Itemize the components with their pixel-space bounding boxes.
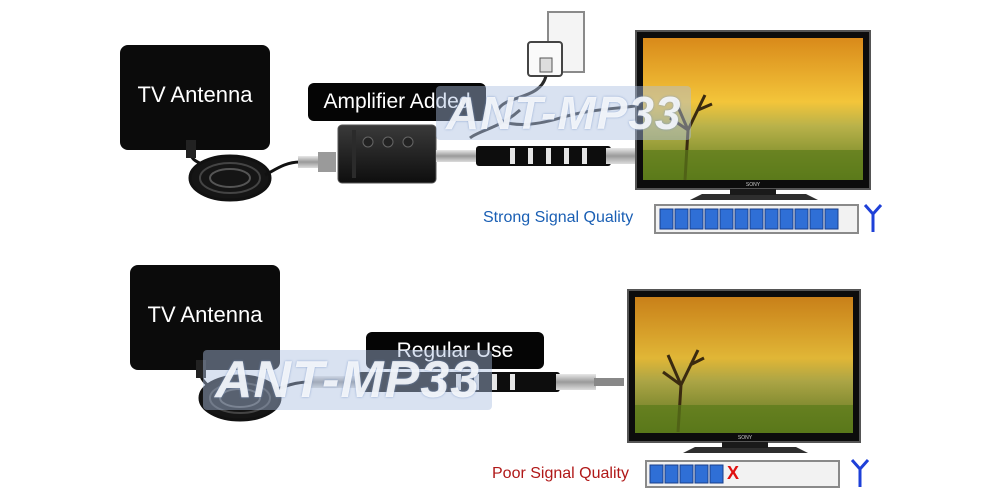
bottom-signal-antenna-icon (850, 459, 870, 487)
bottom-signal-bar (709, 464, 724, 484)
bottom-antenna-panel (130, 265, 280, 370)
poor-signal-label: Poor Signal Quality (492, 465, 629, 482)
bottom-signal-bar (649, 464, 664, 484)
bottom-antenna-label: TV Antenna (147, 302, 263, 327)
top-coax-cable (476, 146, 611, 166)
top-signal-bar (824, 208, 839, 230)
top-signal-bar (809, 208, 824, 230)
bottom-tv-brand: SONY (738, 435, 753, 441)
bottom-watermark: ANT-MP33 (203, 350, 493, 410)
regular-use-label: Regular Use (366, 332, 544, 369)
top-signal-antenna-icon (863, 204, 883, 232)
top-antenna-cable-coil (188, 149, 272, 202)
top-signal-bar (674, 208, 689, 230)
top-signal-bar (794, 208, 809, 230)
top-antenna-label: TV Antenna (137, 82, 253, 107)
top-watermark: ANT-MP33 (436, 86, 692, 140)
top-tv-brand: SONY (746, 182, 761, 188)
bottom-signal-bar (679, 464, 694, 484)
top-signal-bar (659, 208, 674, 230)
power-cable (495, 75, 651, 126)
bottom-antenna-cable-coil (198, 369, 282, 422)
top-antenna-panel (120, 45, 270, 150)
top-signal-bar (764, 208, 779, 230)
top-tv-tree (669, 94, 713, 181)
strong-signal-label: Strong Signal Quality (483, 209, 634, 226)
top-signal-bar (779, 208, 794, 230)
signal-failure-mark: X (727, 463, 740, 483)
amplifier-added-label: Amplifier Added (308, 83, 486, 121)
top-signal-bar (749, 208, 764, 230)
top-signal-bar (689, 208, 704, 230)
bottom-tv-tree (662, 349, 705, 433)
bottom-signal-bar (664, 464, 679, 484)
top-antenna-lead (264, 160, 301, 177)
top-signal-bar (704, 208, 719, 230)
top-signal-bar (719, 208, 734, 230)
bottom-signal-bar (694, 464, 709, 484)
top-signal-bar (734, 208, 749, 230)
